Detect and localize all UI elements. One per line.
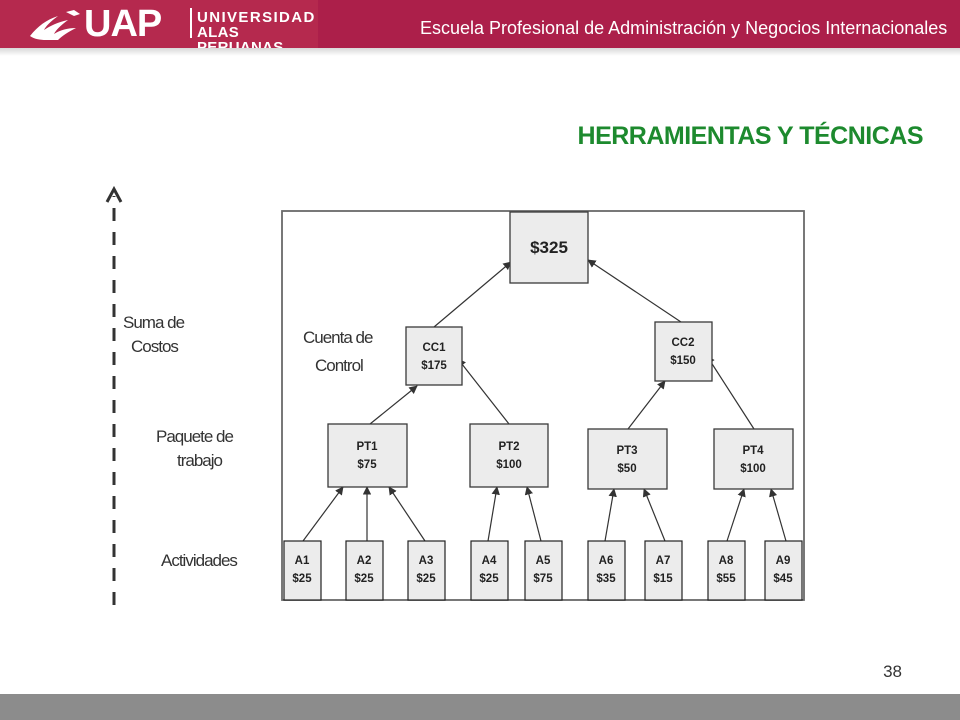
a6-name: A6 [599,555,614,567]
slide-title: HERRAMIENTAS Y TÉCNICAS [577,122,924,150]
activity-a4: A4 $25 [470,540,509,601]
a8-box [707,540,746,601]
university-logo[interactable]: UAP UNIVERSIDAD ALAS PERUANAS [0,0,318,55]
activity-a1: A1 $25 [283,540,322,601]
a9-name: A9 [776,555,791,567]
eagle-wing-icon [30,10,80,40]
activity-a5: A5 $75 [524,540,563,601]
pt2-name: PT2 [498,441,519,453]
cc1-name: CC1 [422,342,446,354]
arrow-pt2-cc1 [457,358,510,425]
activity-a7: A7 $15 [644,540,683,601]
a6-box [587,540,626,601]
a1-name: A1 [295,555,310,567]
activity-a8: A8 $55 [707,540,746,601]
a9-box [764,540,803,601]
arrow-pt4-cc2 [706,355,755,430]
arrow-cc1-root [433,261,512,328]
a4-name: A4 [482,555,497,567]
work-package-label-line2: trabajo [177,451,223,470]
a3-value: $25 [416,573,436,585]
a7-box [644,540,683,601]
pt4-box [713,428,794,490]
a2-name: A2 [357,555,372,567]
a2-box [345,540,384,601]
a1-value: $25 [292,573,312,585]
pt3-value: $50 [617,463,636,475]
page-number: 38 [883,662,902,681]
control-account-label-line2: Control [315,356,363,375]
work-package-pt3: PT3 $50 [587,428,668,490]
logo-name-line1: UNIVERSIDAD [197,9,316,26]
pt4-value: $100 [740,463,766,475]
control-account-cc1: CC1 $175 [405,326,463,386]
work-package-pt4: PT4 $100 [713,428,794,490]
arrow-a8-pt4 [726,488,746,542]
arrow-a7-pt3 [642,488,666,542]
a4-box [470,540,509,601]
pt3-name: PT3 [616,445,637,457]
a1-box [283,540,322,601]
pt1-name: PT1 [356,441,378,453]
arrow-a9-pt4 [769,488,787,542]
logo-divider [190,8,192,38]
activity-a9: A9 $45 [764,540,803,601]
arrow-a3-pt1 [388,486,426,542]
arrow-pt1-cc1 [369,385,418,425]
a7-value: $15 [653,573,673,585]
root-node: $325 [509,211,589,284]
sum-costs-label-line2: Costos [131,337,178,356]
arrow-pt3-cc2 [627,380,666,430]
a5-value: $75 [533,573,553,585]
cost-axis-arrow-icon [105,185,123,203]
a6-value: $35 [596,573,616,585]
a8-name: A8 [719,555,734,567]
pt1-box [327,423,408,488]
a4-value: $25 [479,573,499,585]
activity-a3: A3 $25 [407,540,446,601]
a7-name: A7 [656,555,671,567]
logo-abbreviation: UAP [84,3,162,45]
cc1-box [405,326,463,386]
arrow-a4-pt2 [487,486,500,542]
a5-name: A5 [536,555,551,567]
work-package-pt1: PT1 $75 [327,423,408,488]
arrow-a6-pt3 [604,488,617,542]
a9-value: $45 [773,573,793,585]
pt1-value: $75 [357,459,377,471]
activity-a2: A2 $25 [345,540,384,601]
pt2-box [469,423,549,488]
a5-box [524,540,563,601]
work-package-pt2: PT2 $100 [469,423,549,488]
cc2-value: $150 [670,355,696,367]
arrow-cc2-root [587,259,682,323]
arrow-a5-pt2 [524,486,542,542]
sum-costs-label-line1: Suma de [123,313,185,332]
control-account-cc2: CC2 $150 [654,321,713,382]
root-node-value: $325 [530,238,568,257]
connector-arrows [302,259,787,542]
a3-name: A3 [419,555,434,567]
a8-value: $55 [716,573,736,585]
header-bar: UAP UNIVERSIDAD ALAS PERUANAS Escuela Pr… [0,0,960,55]
footer-bar [0,694,960,720]
school-name: Escuela Profesional de Administración y … [420,18,948,38]
pt3-box [587,428,668,490]
pt4-name: PT4 [742,445,764,457]
a3-box [407,540,446,601]
header-shadow [0,48,960,56]
a2-value: $25 [354,573,374,585]
activity-a6: A6 $35 [587,540,626,601]
arrow-a1-pt1 [302,486,344,542]
cc2-name: CC2 [671,337,694,349]
activities-label: Actividades [161,551,237,570]
root-node-box [509,211,589,284]
cc1-value: $175 [421,360,447,372]
cc2-box [654,321,713,382]
control-account-label-line1: Cuenta de [303,328,373,347]
work-package-label-line1: Paquete de [156,427,234,446]
pt2-value: $100 [496,459,522,471]
